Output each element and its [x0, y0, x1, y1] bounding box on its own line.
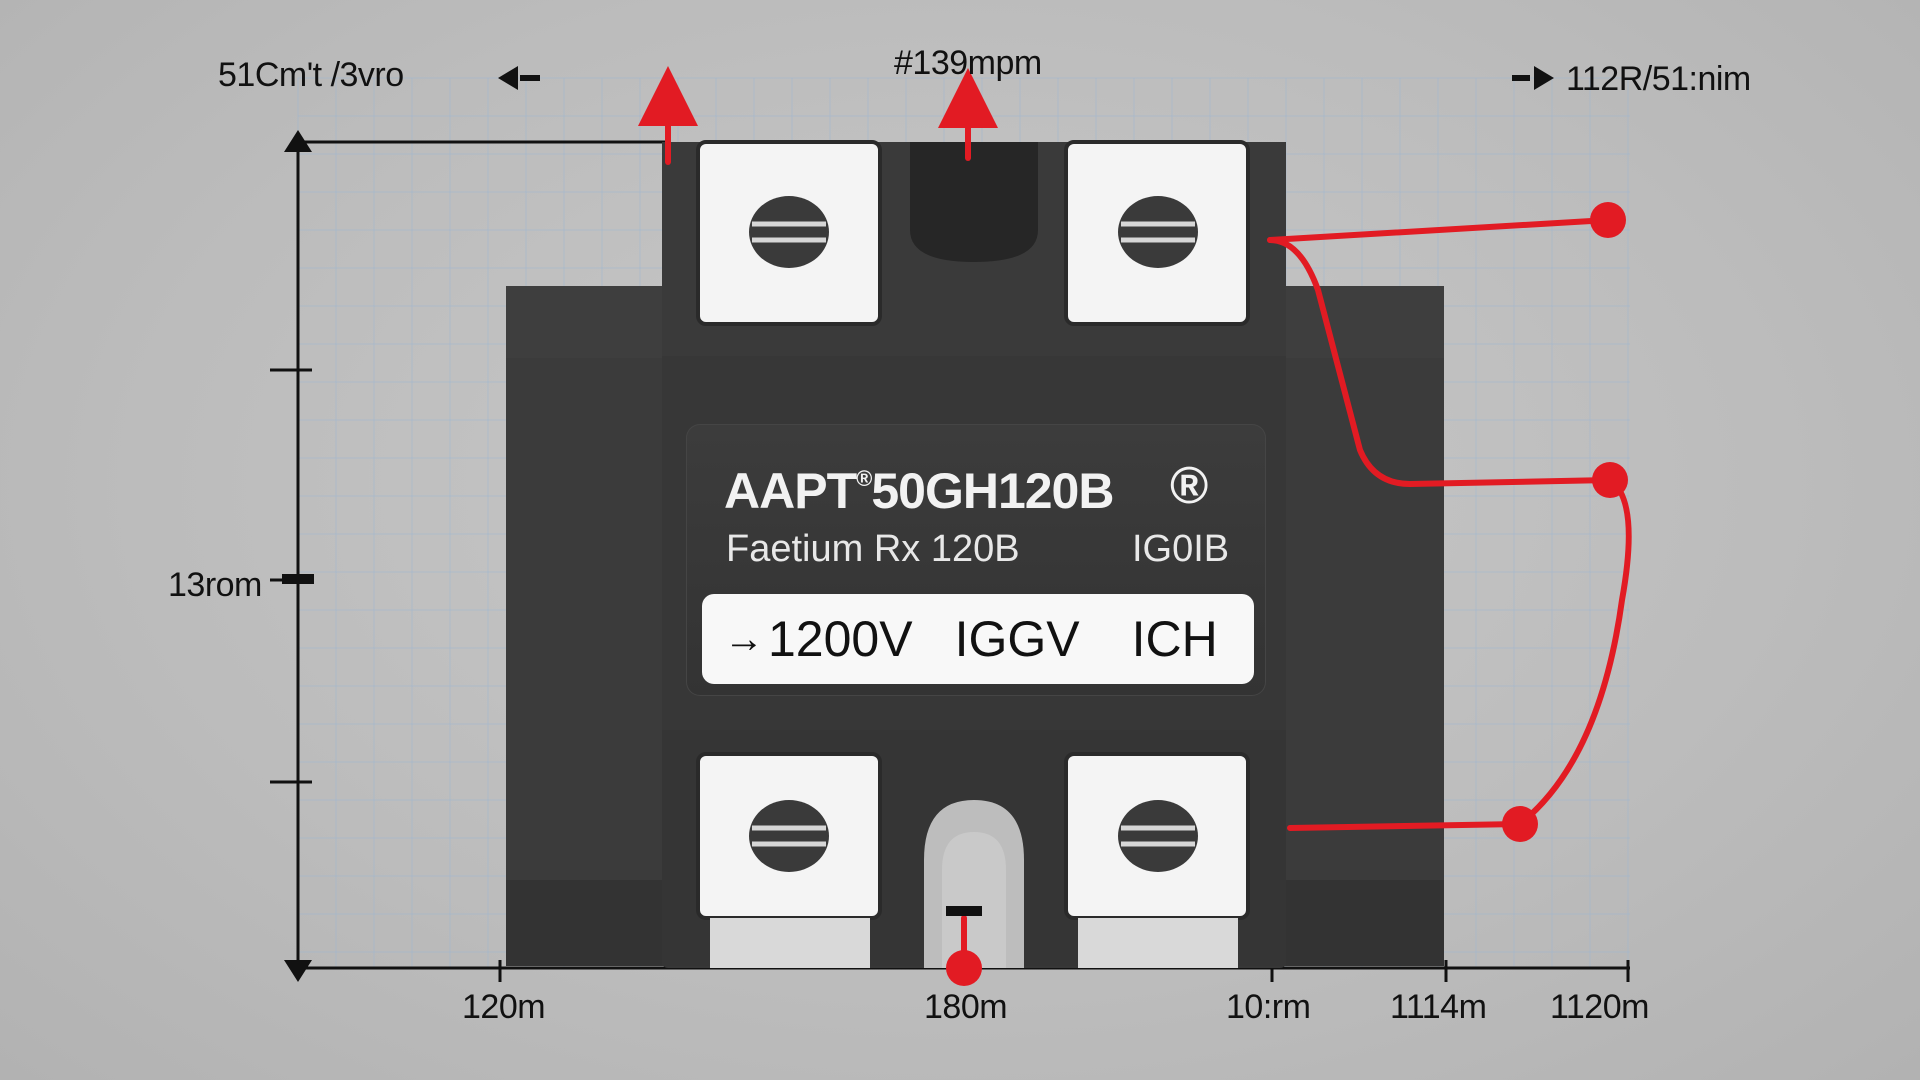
dim-label-top-left: 51Cm't /3vro [218, 56, 404, 94]
rating-arrow-icon: → [724, 616, 764, 661]
dim-label-bottom-4: 1114m [1390, 988, 1487, 1026]
rating-gate: IGGV [954, 611, 1080, 667]
dim-label-bottom-2: 180m [924, 988, 1008, 1026]
dim-label-top-right: 112R/51:nim [1566, 60, 1751, 98]
dim-label-bottom-1: 120m [462, 988, 546, 1026]
dim-label-left-vertical: 13rom [168, 566, 262, 604]
bottom-center-marker [946, 906, 982, 916]
terminal-top-left [696, 140, 882, 326]
terminal-top-right [1064, 140, 1250, 326]
rating-current: ICH [1131, 611, 1218, 667]
terminal-bottom-left [696, 752, 882, 968]
rating-box: → 1200V IGGV ICH [702, 594, 1254, 684]
registered-mark: ® [1170, 457, 1209, 515]
wire-nodes [946, 202, 1628, 986]
marking-panel: AAPT®50GH120B ® Faetium Rx 120B IG0IB → … [686, 424, 1266, 696]
dim-label-bottom-5: 1120m [1550, 988, 1649, 1026]
part-prefix: AAPT [724, 463, 857, 519]
dim-label-top-center: #139mpm [894, 44, 1042, 82]
part-subtitle: Faetium Rx 120B [726, 528, 1020, 570]
rating-voltage: 1200V [768, 611, 913, 667]
part-code: IG0IB [1132, 528, 1230, 570]
dimension-arrowheads [282, 66, 1554, 982]
part-suffix: 50GH120B [871, 463, 1114, 519]
part-reg-small: ® [856, 466, 872, 491]
part-number: AAPT®50GH120B [724, 462, 1114, 520]
terminal-bottom-right [1064, 752, 1250, 968]
dim-label-bottom-3: 10:rm [1226, 988, 1311, 1026]
